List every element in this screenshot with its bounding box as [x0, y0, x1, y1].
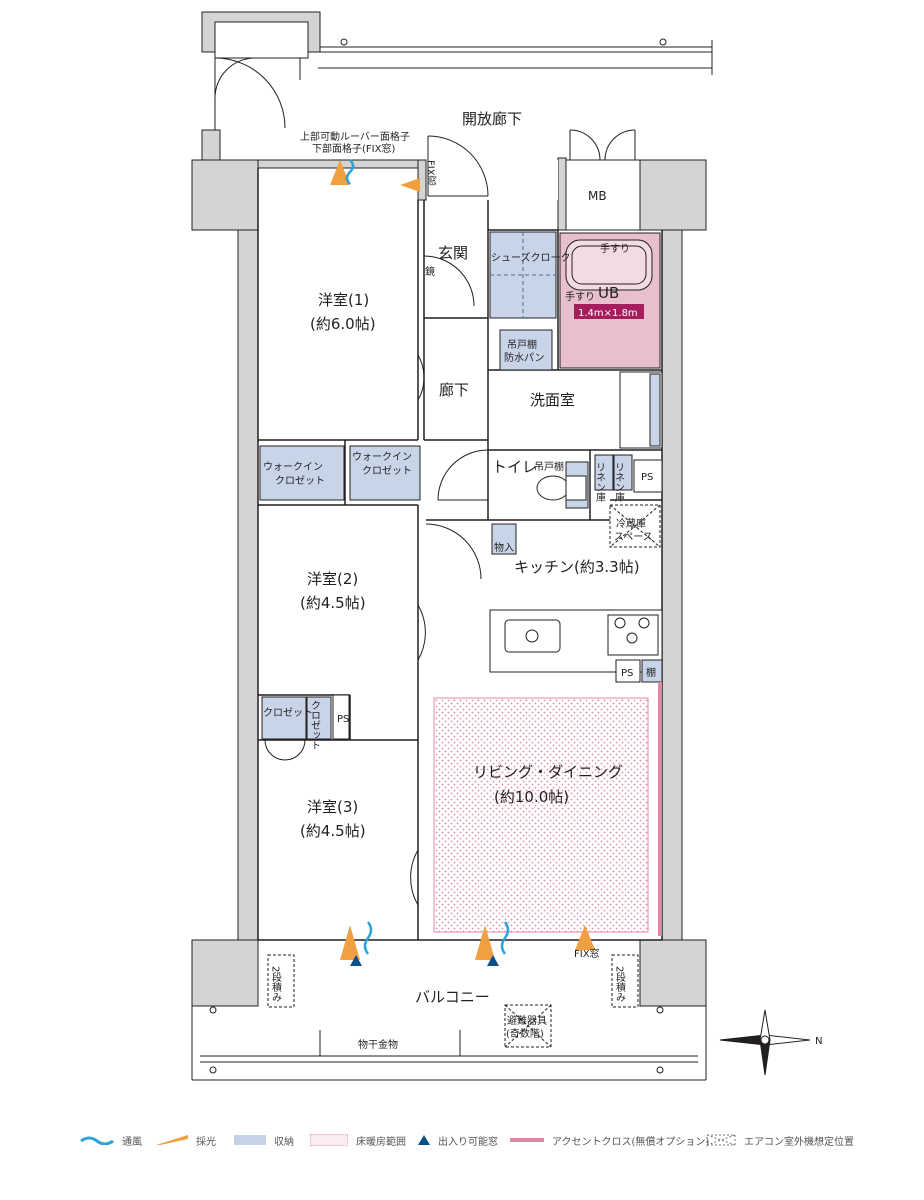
legend-daylight-label: 採光: [196, 1136, 216, 1148]
label-handrail-2: 手すり: [565, 290, 595, 303]
storage-areas: [259, 231, 663, 740]
legend-ventilation-label: 通風: [122, 1136, 142, 1148]
ub-size-badge: [574, 304, 644, 319]
label-linen-1: リネン庫: [594, 462, 606, 503]
entrance-door: [427, 135, 489, 197]
ps-boxes: [332, 459, 663, 740]
legend-ac-unit-label: エアコン室外機想定位置: [744, 1136, 854, 1148]
label-kitchen: キッチン(約3.3帖): [514, 558, 640, 576]
walkin-closet-1-fill: [259, 445, 345, 501]
label-stack-1: 2段積み: [270, 966, 282, 1002]
floor-heating-swatch: [310, 1134, 348, 1146]
legend-floor-heating: 床暖房範囲: [310, 1128, 406, 1152]
label-mb: MB: [588, 189, 607, 203]
label-ub-size: 1.4m×1.8m: [578, 308, 638, 319]
label-fridge-a: 冷蔵庫: [616, 517, 646, 530]
label-evac-a: 避難器具: [507, 1014, 547, 1027]
legend-exit-window: 出入り可能窓: [418, 1128, 498, 1152]
label-western-1: 洋室(1): [318, 291, 369, 309]
alcove-door: [201, 11, 321, 161]
interior-doors: [264, 255, 489, 906]
outer-walls: [191, 157, 707, 1007]
north-compass: [719, 1009, 811, 1076]
label-corridor-open: 開放廊下: [462, 110, 522, 128]
legend-storage-label: 収納: [274, 1136, 294, 1148]
label-walkin-2-a: ウォークイン: [352, 451, 412, 463]
floor-plan: 開放廊下 上部可動ルーバー面格子 下部面格子(FIX窓) FIX窓 MB 玄関 …: [191, 11, 822, 1081]
window-symbols: [330, 159, 595, 966]
label-western-1-size: (約6.0帖): [310, 315, 376, 333]
label-western-3: 洋室(3): [307, 798, 358, 816]
legend-daylight: 採光: [156, 1128, 216, 1152]
label-western-2: 洋室(2): [307, 570, 358, 588]
label-ub: UB: [598, 284, 619, 302]
label-hanging-shelf-2: 吊戸棚: [534, 460, 564, 473]
hanging-shelf-fill: [499, 329, 553, 371]
closet-3b-fill: [306, 696, 332, 740]
legend: 通風 採光 収納 床暖房範囲 出入り可能窓 アクセントクロス(無償オプション) …: [0, 1128, 924, 1152]
legend-ventilation: 通風: [80, 1128, 142, 1152]
label-mirror: 鏡: [423, 265, 435, 277]
label-western-2-size: (約4.5帖): [300, 594, 366, 612]
label-walkin-2-b: クロゼット: [362, 465, 412, 477]
ventilation-swatch: [80, 1136, 114, 1145]
label-louver-2: 下部面格子(FIX窓): [312, 142, 395, 155]
legend-accent-cloth-label: アクセントクロス(無償オプション): [552, 1136, 710, 1148]
label-handrail-1: 手すり: [600, 242, 630, 255]
toilet-fixture: [536, 475, 587, 501]
label-fridge-b: スペース: [614, 532, 653, 543]
legend-storage: 収納: [234, 1128, 294, 1152]
storage-fill: [491, 523, 517, 555]
label-storage: 物入: [494, 541, 514, 554]
label-closet: クロゼット: [263, 707, 313, 719]
label-closet-2: クロゼット: [309, 700, 321, 750]
label-hallway: 廊下: [439, 381, 469, 399]
accent-cloth-swatch: [510, 1138, 544, 1142]
closet-3-fill: [261, 696, 307, 740]
label-living: リビング・ダイニング: [473, 763, 623, 781]
linen-2-fill: [613, 454, 633, 491]
label-ps-3: PS: [337, 714, 349, 725]
label-fix-window-top: FIX窓: [425, 160, 437, 186]
label-ps-1: PS: [641, 472, 653, 483]
label-balcony: バルコニー: [415, 988, 490, 1006]
label-shoes-closet: シューズクローク: [491, 251, 571, 264]
floor-heating-area: [433, 697, 649, 933]
bathroom-ub: [559, 232, 661, 369]
label-waterproof-pan: 防水パン: [504, 351, 545, 364]
label-western-3-size: (約4.5帖): [300, 822, 366, 840]
corridor-railing: [318, 38, 713, 75]
mb-doors: [569, 129, 636, 161]
walkin-closet-2-fill: [349, 445, 421, 501]
label-stack-2: 2段積み: [614, 966, 626, 1002]
label-toilet: トイレ: [492, 458, 537, 476]
exit-window-marker-2: [487, 955, 499, 966]
label-washroom: 洗面室: [530, 391, 575, 409]
label-shelf: 棚: [646, 666, 656, 679]
label-evac-b: (奇数階): [506, 1027, 544, 1040]
legend-ac-unit: エアコン室外機想定位置: [706, 1128, 854, 1152]
exit-window-swatch: [418, 1135, 430, 1145]
ac-unit-swatch: [706, 1134, 736, 1146]
label-laundry-pole: 物干金物: [358, 1038, 398, 1051]
daylight-swatch: [156, 1135, 188, 1145]
label-living-size: (約10.0帖): [494, 788, 569, 806]
label-louver-1: 上部可動ルーバー面格子: [300, 130, 410, 143]
label-fix-window-bottom: FIX窓: [574, 947, 600, 960]
label-north: N: [815, 1036, 822, 1047]
storage-swatch: [234, 1135, 266, 1145]
legend-floor-heating-label: 床暖房範囲: [356, 1136, 406, 1148]
balcony-area: [191, 954, 707, 1081]
exit-window-marker-1: [350, 955, 362, 966]
label-linen-2: リネン庫: [613, 462, 625, 503]
label-genkan: 玄関: [438, 244, 468, 262]
linen-1-fill: [594, 454, 614, 491]
label-ps-2: PS: [621, 668, 633, 679]
legend-accent-cloth: アクセントクロス(無償オプション): [510, 1128, 709, 1152]
legend-exit-window-label: 出入り可能窓: [438, 1136, 498, 1148]
label-walkin-1-a: ウォークイン: [263, 461, 323, 473]
label-walkin-1-b: クロゼット: [275, 475, 325, 487]
label-hanging-shelf-1: 吊戸棚: [507, 338, 537, 351]
